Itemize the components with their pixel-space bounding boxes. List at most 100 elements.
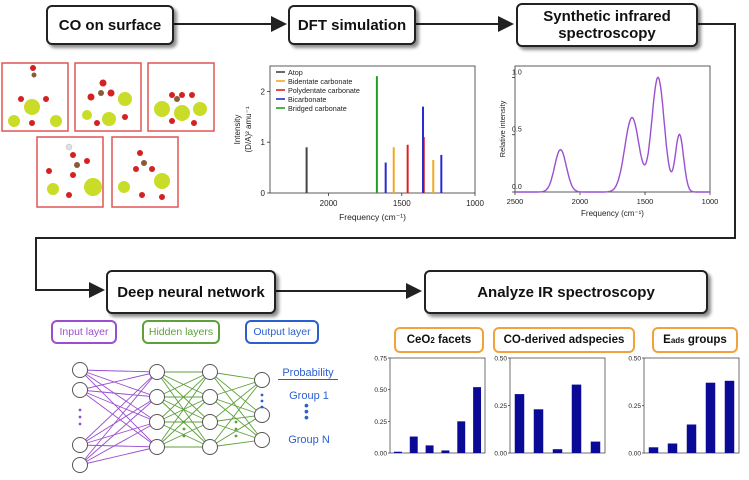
structure-tile-polydentate — [147, 62, 215, 132]
carbon-atom — [31, 72, 37, 78]
oxygen-atom — [18, 96, 24, 102]
y-axis-label: Relative intensity — [498, 100, 507, 157]
connection-line — [156, 421, 211, 448]
step-analyze-ir: Analyze IR spectroscopy — [424, 270, 708, 314]
bar — [457, 421, 466, 453]
connection-line — [79, 444, 158, 448]
connection-line — [156, 371, 211, 423]
oxygen-atom — [43, 96, 49, 102]
group-1-label: Group 1 — [289, 390, 329, 402]
x-tick-label: 2000 — [572, 197, 589, 206]
oxygen-atom — [30, 65, 36, 71]
ellipsis-dot — [260, 393, 264, 397]
connection-line — [79, 389, 158, 398]
step-dft-simulation: DFT simulation — [288, 5, 416, 45]
y-tick-label: 1 — [261, 138, 266, 147]
ellipsis-dot — [260, 399, 264, 403]
bar — [667, 443, 678, 453]
step-deep-neural-network: Deep neural network — [106, 270, 276, 314]
connection-line — [209, 379, 263, 423]
connection-line — [156, 371, 211, 448]
x-tick-label: 1000 — [466, 199, 484, 208]
bar — [409, 436, 418, 453]
structure-tile-bidentate — [74, 62, 142, 132]
ellipsis-dot — [78, 408, 82, 412]
y-tick-label: 0.50 — [374, 387, 387, 394]
step-co-on-surface: CO on surface — [46, 5, 174, 45]
y-tick-label: 0 — [261, 189, 266, 198]
connection-line — [79, 369, 158, 423]
hidden-node — [202, 439, 218, 455]
ellipsis-dot — [182, 434, 186, 438]
x-tick-label: 1500 — [637, 197, 654, 206]
legend-label: Polydentate carbonate — [288, 86, 360, 95]
ellipsis-dot — [234, 427, 238, 431]
x-tick-label: 2500 — [507, 197, 524, 206]
ceo2-facets-bar-chart: 0.00 0.25 0.50 0.75 — [374, 356, 486, 458]
connection-line — [79, 421, 158, 466]
y-tick-label: 0.50 — [494, 356, 507, 363]
step-synthetic-ir: Synthetic infrared spectroscopy — [516, 3, 698, 47]
hidden-node — [149, 389, 165, 405]
structure-tile-bicarbonate — [36, 136, 104, 208]
y-tick-label: 0.25 — [628, 403, 641, 410]
y-tick-label: 0.00 — [494, 451, 507, 458]
eads-groups-bar-chart: 0.000.250.50 — [628, 356, 740, 458]
y-tick-label: 0.00 — [374, 451, 387, 458]
ellipsis-dot — [78, 415, 82, 419]
connection-line — [79, 421, 158, 446]
cerium-atom — [8, 115, 20, 127]
connection-line — [209, 371, 263, 381]
y-tick-label: 0.00 — [628, 451, 641, 458]
connection-line — [209, 371, 263, 416]
input-node — [72, 437, 88, 453]
connection-line — [209, 379, 263, 398]
connection-line — [209, 414, 263, 448]
y-tick-label: 0.5 — [512, 127, 522, 134]
legend-label: Atop — [288, 68, 303, 77]
connection-line — [79, 446, 158, 466]
input-node — [72, 382, 88, 398]
hidden-node — [202, 389, 218, 405]
bar — [571, 384, 582, 453]
output-node — [254, 407, 270, 423]
x-tick-label: 1000 — [702, 197, 719, 206]
ellipsis-dot — [78, 422, 82, 426]
group-n-label: Group N — [288, 434, 330, 446]
co-adspecies-tag: CO-derived adspecies — [493, 327, 635, 353]
plot-frame — [389, 357, 486, 454]
oxygen-atom — [29, 120, 35, 126]
y-axis-label: (D/A)² amu⁻¹ — [244, 106, 253, 152]
bar — [514, 394, 525, 453]
eads-text: E — [663, 334, 671, 346]
y-tick-label: 0.25 — [374, 419, 387, 426]
hidden-node — [149, 414, 165, 430]
connection-line — [209, 414, 263, 423]
ellipsis-dot — [260, 405, 264, 409]
bar — [686, 424, 697, 453]
network-nodes — [72, 362, 270, 473]
bar — [473, 387, 482, 453]
connection-line — [209, 396, 263, 416]
bar — [705, 382, 716, 453]
legend-label: Bicarbonate — [288, 95, 326, 104]
cerium-atom — [50, 115, 62, 127]
probability-label: Probability — [278, 367, 338, 380]
y-tick-label: 0.0 — [512, 184, 522, 191]
plot-frame — [514, 65, 711, 193]
input-node — [72, 457, 88, 473]
output-node — [254, 432, 270, 448]
y-tick-label: 0.75 — [374, 356, 387, 363]
connection-line — [209, 379, 263, 448]
x-tick-label: 2000 — [320, 199, 338, 208]
ellipsis-dot — [182, 427, 186, 431]
ellipsis-dot — [182, 420, 186, 424]
x-tick-label: 1500 — [393, 199, 411, 208]
y-tick-label: 0.25 — [494, 403, 507, 410]
connection-line — [79, 371, 158, 391]
input-layer-label: Input layer — [51, 320, 117, 344]
